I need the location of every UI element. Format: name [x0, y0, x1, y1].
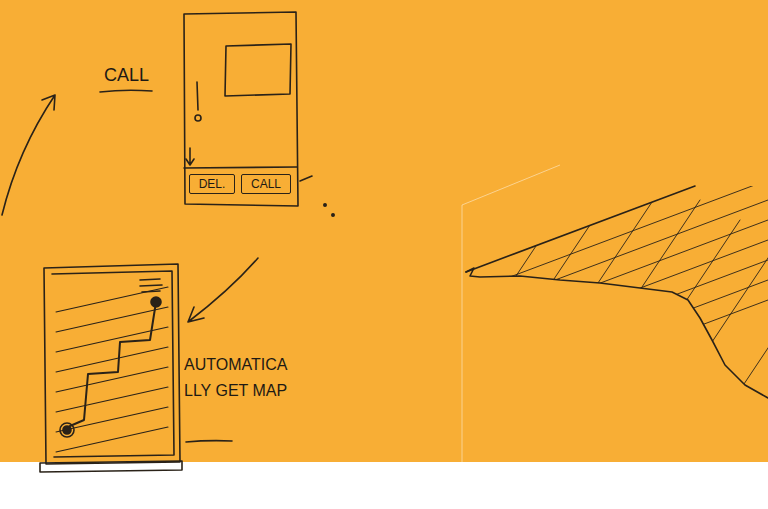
button-box: DEL. — [189, 174, 235, 194]
handwritten-note: AUTOMATICA LLY GET MAP — [184, 352, 294, 404]
button-label: DEL. — [199, 177, 226, 191]
down-arrow — [188, 258, 258, 322]
orange-ground — [0, 0, 768, 462]
phone-sketch — [184, 12, 312, 206]
white-strip — [0, 462, 768, 509]
button-label: CALL — [251, 177, 281, 191]
underline — [186, 441, 232, 442]
curved-arrow — [2, 95, 55, 215]
handwritten-note: CALL — [104, 64, 149, 86]
dot — [332, 214, 334, 216]
button-box: CALL — [241, 174, 291, 194]
phone-map-sketch — [40, 264, 182, 472]
panel-divider — [462, 165, 560, 462]
underline — [100, 90, 152, 92]
dot — [324, 204, 326, 206]
grid-sheet — [466, 180, 768, 412]
